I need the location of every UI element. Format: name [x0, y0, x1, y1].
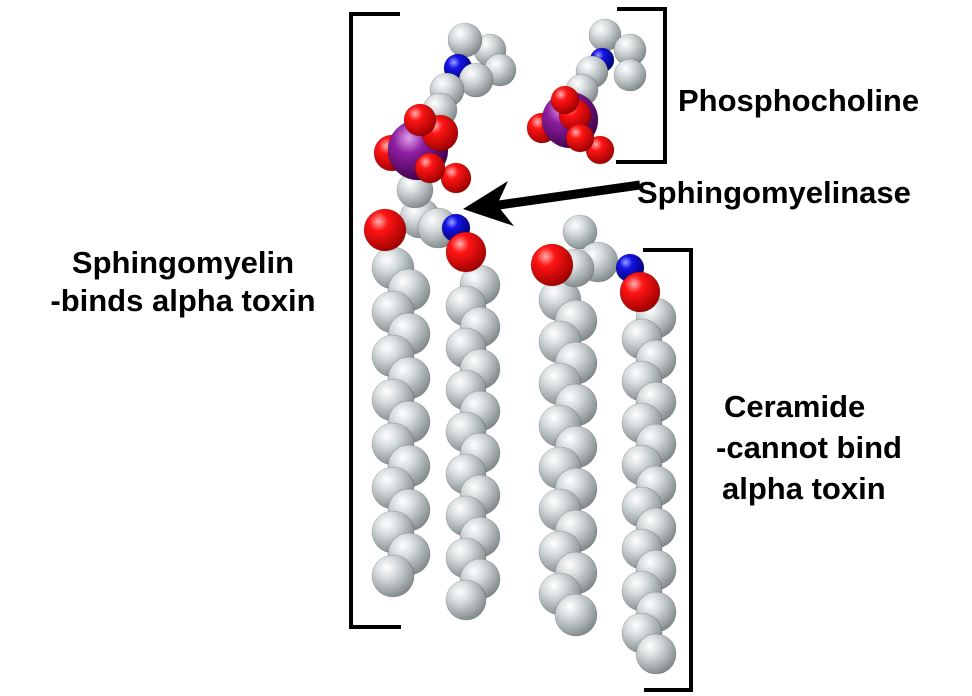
ceramide-note-2: alpha toxin: [722, 471, 886, 506]
carbon-atom: [445, 579, 487, 621]
sphingomyelinase-label: Sphingomyelinase: [637, 175, 911, 210]
oxygen-atom: [565, 123, 595, 153]
ceramide-note-1: -cannot bind: [716, 430, 902, 465]
oxygen-atom: [440, 162, 472, 194]
ceramide-bracket: [643, 248, 693, 692]
phosphocholine-bracket: [616, 7, 667, 164]
carbon-atom: [371, 554, 415, 598]
oxygen-atom: [530, 243, 574, 287]
sphingomyelin-label: Sphingomyelin -binds alpha toxin: [18, 244, 348, 320]
carbon-atom: [613, 58, 647, 92]
sphingomyelin-bracket: [349, 12, 401, 629]
carbon-atom: [554, 593, 598, 637]
oxygen-atom: [363, 208, 407, 252]
oxygen-atom: [414, 152, 446, 184]
phosphocholine-label: Phosphocholine: [678, 83, 920, 118]
ceramide-label: Ceramide -cannot bind alpha toxin: [716, 386, 902, 509]
oxygen-atom: [445, 231, 487, 273]
oxygen-atom: [403, 103, 437, 137]
oxygen-atom: [550, 85, 580, 115]
ceramide-molecule: [530, 214, 677, 675]
sphingomyelinase-arrow: [463, 180, 641, 226]
carbon-atom: [562, 214, 598, 250]
carbon-atom: [447, 22, 483, 58]
oxygen-atom: [619, 271, 661, 313]
sphingomyelin-note: -binds alpha toxin: [50, 283, 316, 318]
phosphocholine-molecule: [526, 18, 647, 165]
sphingomyelin-title: Sphingomyelin: [71, 245, 295, 280]
carbon-atom: [635, 633, 677, 675]
sphingomyelin-molecule: [363, 22, 517, 621]
ceramide-title: Ceramide: [724, 389, 866, 424]
